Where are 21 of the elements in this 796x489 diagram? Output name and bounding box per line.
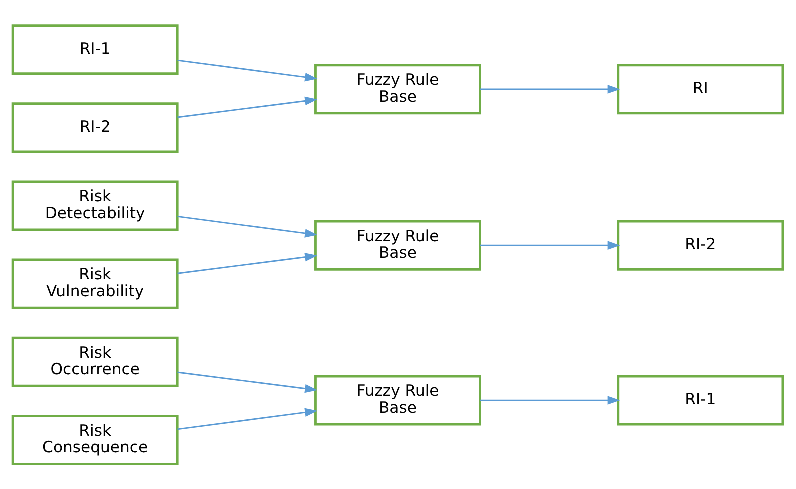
- arrow: [178, 215, 318, 238]
- node-box: Risk Occurrence: [12, 336, 179, 387]
- arrow: [178, 408, 318, 430]
- node-box: RI-2: [12, 102, 179, 153]
- node-box: Risk Detectability: [12, 180, 179, 231]
- arrow: [178, 371, 318, 393]
- arrow: [178, 59, 318, 82]
- node-box: RI-1: [12, 24, 179, 75]
- node-box: Fuzzy Rule Base: [314, 374, 482, 426]
- node-box: Fuzzy Rule Base: [314, 64, 482, 114]
- arrow: [480, 396, 620, 404]
- arrow: [178, 252, 318, 274]
- arrow: [480, 240, 620, 250]
- node-box: RI-1: [617, 374, 784, 426]
- node-box: Risk Vulnerability: [12, 258, 179, 309]
- arrow: [480, 84, 620, 94]
- arrow: [178, 96, 318, 118]
- node-box: RI-2: [617, 220, 784, 270]
- node-box: Fuzzy Rule Base: [314, 220, 482, 270]
- node-box: Risk Consequence: [12, 414, 179, 465]
- node-box: RI: [617, 64, 784, 114]
